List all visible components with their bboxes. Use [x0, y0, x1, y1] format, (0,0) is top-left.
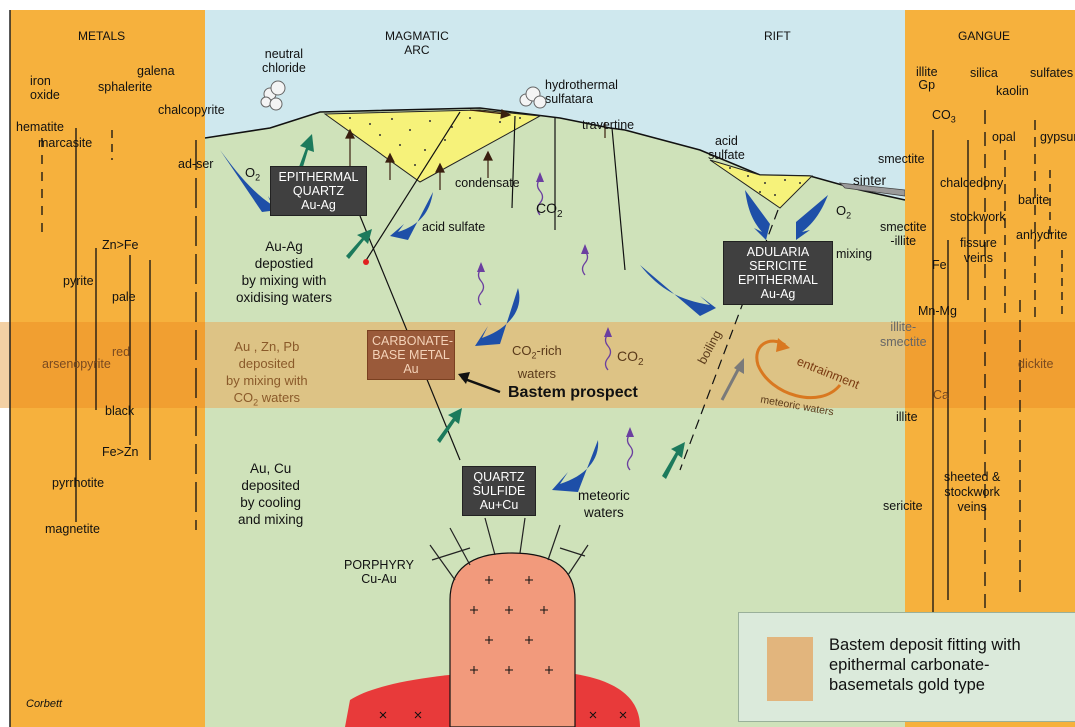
- sheeted-stockwork-label: sheeted & stockwork veins: [944, 470, 1000, 515]
- marcasite-label: marcasite: [38, 136, 92, 150]
- chalcedony-label: chalcedony: [940, 176, 1003, 190]
- rift-label: RIFT: [764, 30, 791, 44]
- travertine-label: travertine: [582, 118, 634, 132]
- silica-label: silica: [970, 66, 998, 80]
- gypsum-label: gypsum: [1040, 130, 1075, 144]
- fe-label: Fe: [932, 258, 947, 272]
- acid-sulfate-mid-label: acid sulfate: [422, 220, 485, 234]
- chalcopyrite-label: chalcopyrite: [158, 103, 225, 117]
- mixing-label: mixing: [836, 247, 872, 261]
- meteoric-waters-label: meteoric waters: [578, 487, 630, 521]
- o2-left-label: O2: [245, 166, 260, 183]
- neutral-chloride-label: neutral chloride: [262, 47, 306, 76]
- barite-label: barite: [1018, 193, 1049, 207]
- sinter-label: sinter: [853, 173, 886, 189]
- acid-sulfate-top-label: acid sulfate: [708, 134, 745, 163]
- opal-label: opal: [992, 130, 1016, 144]
- black-label: black: [105, 404, 134, 418]
- red-label: red: [112, 345, 130, 359]
- porphyry-stock: [450, 553, 575, 727]
- illite-smectite-label: illite- smectite: [880, 320, 927, 350]
- au-cu-deposited-label: Au, Cu deposited by cooling and mixing: [238, 460, 303, 528]
- magmatic-arc-label: MAGMATIC ARC: [385, 30, 449, 58]
- legend-swatch: [767, 637, 813, 701]
- adularia-sericite-box: ADULARIA SERICITE EPITHERMAL Au-Ag: [723, 241, 833, 305]
- sericite-label: sericite: [883, 499, 923, 513]
- smectite-label: smectite: [878, 152, 925, 166]
- credit-label: Corbett: [26, 698, 62, 711]
- pyrite-label: pyrite: [63, 274, 94, 288]
- ad-ser-label: ad-ser: [178, 157, 213, 171]
- hematite-label: hematite: [16, 120, 64, 134]
- sphalerite-label: sphalerite: [98, 80, 152, 94]
- epithermal-quartz-box: EPITHERMAL QUARTZ Au-Ag: [270, 166, 367, 216]
- co2-center-label: CO2: [536, 200, 563, 220]
- illite-label: illite: [896, 410, 918, 424]
- pale-label: pale: [112, 290, 136, 304]
- o2-right-label: O2: [836, 204, 851, 221]
- condensate-label: condensate: [455, 176, 520, 190]
- pyrrhotite-label: pyrrhotite: [52, 476, 104, 490]
- magnetite-label: magnetite: [45, 522, 100, 536]
- au-ag-deposited-label: Au-Ag depostied by mixing with oxidising…: [236, 238, 332, 306]
- gangue-column-title: GANGUE: [958, 30, 1010, 44]
- hydrothermal-sulfatara-label: hydrothermal sulfatara: [545, 78, 618, 107]
- fault-intersection-marker: [363, 259, 369, 265]
- arsenopyrite-label: arsenopyrite: [42, 357, 111, 371]
- co2-band-label: CO2: [617, 348, 644, 368]
- metals-column-title: METALS: [78, 30, 125, 44]
- co2-rich-waters-label: CO2-rich waters: [512, 342, 562, 382]
- mn-mg-label: Mn-Mg: [918, 304, 957, 318]
- illite-gp-label: illite Gp: [916, 66, 938, 92]
- au-zn-pb-deposited-label: Au , Zn, Pb deposited by mixing with CO2…: [226, 338, 308, 412]
- galena-label: galena: [137, 64, 175, 78]
- fissure-veins-label: fissure veins: [960, 236, 997, 266]
- zn-fe-label: Zn>Fe: [102, 238, 138, 252]
- iron-oxide-label: iron oxide: [30, 74, 60, 103]
- bastem-prospect-label: Bastem prospect: [508, 384, 638, 402]
- legend-text: Bastem deposit fitting with epithermal c…: [829, 635, 1021, 695]
- legend: Bastem deposit fitting with epithermal c…: [738, 612, 1075, 722]
- kaolin-label: kaolin: [996, 84, 1029, 98]
- carbonate-base-metal-box: CARBONATE- BASE METAL Au: [367, 330, 455, 380]
- stockwork-label: stockwork: [950, 210, 1006, 224]
- fe-zn-label: Fe>Zn: [102, 445, 138, 459]
- dickite-label: dickite: [1018, 357, 1053, 371]
- porphyry-label: PORPHYRY Cu-Au: [344, 558, 414, 586]
- co3-label: CO3: [932, 108, 956, 125]
- quartz-sulfide-box: QUARTZ SULFIDE Au+Cu: [462, 466, 536, 516]
- ca-label: Ca: [933, 388, 949, 402]
- smectite-illite-label: smectite -illite: [880, 220, 927, 248]
- anhydrite-label: anhydrite: [1016, 228, 1067, 242]
- sulfates-label: sulfates: [1030, 66, 1073, 80]
